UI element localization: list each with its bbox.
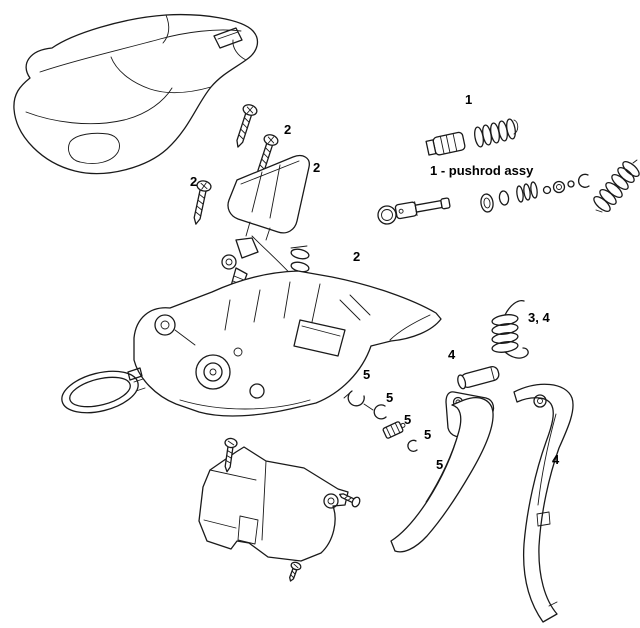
part-label-4: 4 (552, 452, 560, 467)
spring-barrel (382, 421, 406, 439)
small-torsion-spring (343, 390, 374, 411)
mounting-screw (236, 104, 258, 148)
part-label-2: 2 (284, 122, 292, 137)
part-label-5: 5 (386, 390, 394, 405)
part-label-2: 2 (190, 174, 198, 189)
bottom-screw (289, 561, 302, 582)
part-label-5: 5 (436, 457, 444, 472)
hose-spring (593, 159, 640, 213)
pivot-pin (457, 366, 500, 390)
part-label-2: 2 (353, 249, 361, 264)
bracket-screw (224, 437, 238, 473)
part-label-5: 5 (424, 427, 432, 442)
part-label-5: 5 (363, 367, 371, 382)
shift-paddle-blade (390, 397, 494, 553)
mounting-bracket (198, 446, 361, 562)
pushrod-assembly (425, 118, 519, 156)
part-label-5: 5 (404, 412, 412, 427)
brake-lever-blade (513, 383, 574, 623)
mounting-screw (193, 180, 212, 225)
c-ring (373, 404, 387, 420)
c-clip-small (407, 439, 418, 452)
part-label-1-caption: 1 - pushrod assy (430, 163, 534, 178)
lever-body (133, 270, 442, 417)
part-label-1: 1 (465, 92, 473, 107)
part-label-3-4: 3, 4 (528, 310, 550, 325)
part-label-4: 4 (448, 347, 456, 362)
pushrod-parts-row (377, 173, 590, 225)
torsion-spring (491, 299, 529, 359)
hood-cover (13, 13, 259, 175)
part-label-2: 2 (313, 160, 321, 175)
shifter-housing (221, 154, 310, 301)
clamp-band (61, 367, 146, 414)
